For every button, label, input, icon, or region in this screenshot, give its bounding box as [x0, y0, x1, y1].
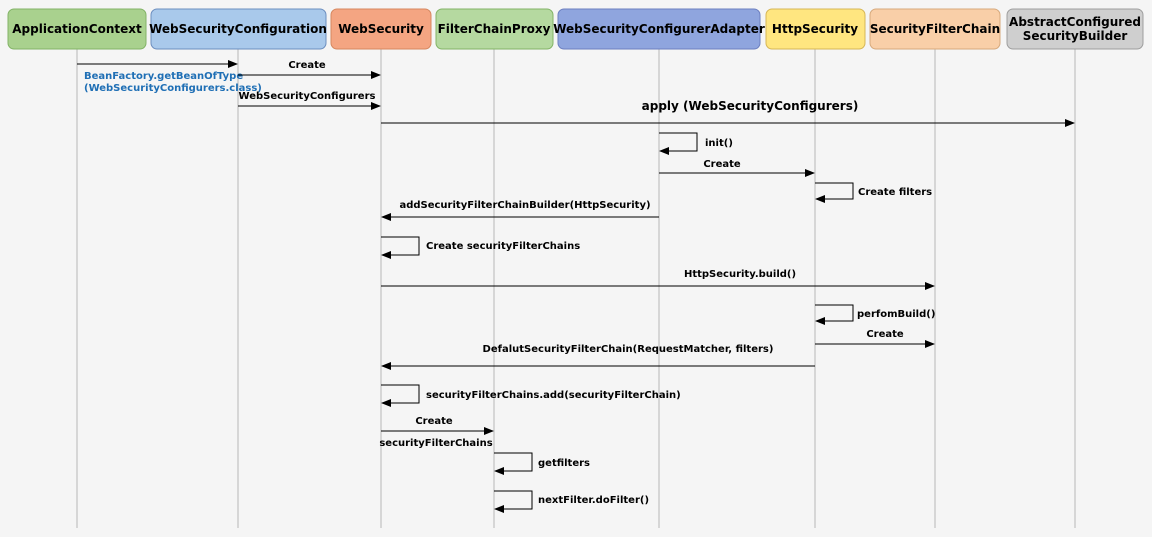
participant-wscf: WebSecurityConfiguration [149, 8, 327, 50]
message-label: apply (WebSecurityConfigurers) [642, 99, 859, 113]
participant-label: HttpSecurity [772, 22, 858, 36]
message-5: init() [659, 132, 733, 155]
message-14: securityFilterChains.add(securityFilterC… [381, 384, 681, 407]
message-11: perfomBuild() [815, 304, 935, 325]
self-message-arrow [815, 182, 854, 203]
message-label: WebSecurityConfigurers [239, 91, 376, 102]
message-8: addSecurityFilterChainBuilder(HttpSecuri… [381, 200, 659, 221]
participant-label: WebSecurityConfiguration [149, 22, 327, 36]
participant-sfc: SecurityFilterChain [869, 8, 1001, 50]
participant-label: AbstractConfigured [1009, 15, 1141, 29]
message-label: BeanFactory.getBeanOfType [84, 71, 243, 82]
message-1: BeanFactory.getBeanOfType(WebSecurityCon… [77, 60, 262, 94]
participant-fcp: FilterChainProxy [435, 8, 554, 50]
message-label: init() [705, 138, 733, 149]
participant-box [330, 8, 432, 50]
message-12: Create [815, 329, 935, 348]
participant-wsca: WebSecurityConfigurerAdapter [553, 8, 765, 50]
message-6: Create [659, 159, 815, 177]
message-label: getfilters [538, 458, 590, 469]
self-message-arrow [381, 384, 420, 407]
message-label: (WebSecurityConfigurers.class) [84, 83, 262, 94]
message-label: Create [866, 329, 904, 340]
self-message-arrow [381, 236, 420, 259]
self-message-arrow [494, 452, 533, 475]
message-label: addSecurityFilterChainBuilder(HttpSecuri… [399, 200, 650, 211]
message-label: Create [703, 159, 741, 170]
participant-label: SecurityBuilder [1023, 29, 1128, 43]
message-sublabel: securityFilterChains [379, 438, 492, 449]
participant-ws: WebSecurity [330, 8, 432, 50]
message-15: Create securityFilterChains [379, 416, 494, 449]
participant-box [435, 8, 554, 50]
participant-box [765, 8, 866, 50]
self-message-arrow [494, 490, 533, 513]
self-message-arrow [815, 304, 854, 325]
participant-box [557, 8, 761, 50]
message-label: Create filters [858, 187, 932, 198]
participant-box [1006, 8, 1144, 50]
participant-label: ApplicationContext [12, 22, 142, 36]
message-4: apply (WebSecurityConfigurers) [381, 99, 1075, 127]
message-9: Create securityFilterChains [381, 236, 580, 259]
participant-label: FilterChainProxy [438, 22, 551, 36]
message-10: HttpSecurity.build() [381, 269, 935, 290]
self-message-arrow [659, 132, 698, 155]
message-label: Create [415, 416, 453, 427]
participant-box [150, 8, 327, 50]
message-label: Create securityFilterChains [426, 241, 580, 252]
message-label: nextFilter.doFilter() [538, 495, 649, 506]
participant-box [7, 8, 147, 50]
message-label: HttpSecurity.build() [684, 269, 796, 280]
message-label: securityFilterChains.add(securityFilterC… [426, 390, 681, 401]
message-label: DefalutSecurityFilterChain(RequestMatche… [483, 344, 774, 355]
message-7: Create filters [815, 182, 932, 203]
message-label: perfomBuild() [857, 309, 935, 320]
message-label: Create [288, 60, 326, 71]
participant-label: WebSecurity [338, 22, 424, 36]
message-16: getfilters [494, 452, 590, 475]
participant-label: WebSecurityConfigurerAdapter [553, 22, 765, 36]
message-2: Create [238, 60, 381, 79]
participant-label: SecurityFilterChain [870, 22, 1000, 36]
participant-ac: ApplicationContext [7, 8, 147, 50]
message-3: WebSecurityConfigurers [238, 91, 381, 110]
message-17: nextFilter.doFilter() [494, 490, 649, 513]
participant-hs: HttpSecurity [765, 8, 866, 50]
participant-box [869, 8, 1001, 50]
message-13: DefalutSecurityFilterChain(RequestMatche… [381, 344, 815, 370]
